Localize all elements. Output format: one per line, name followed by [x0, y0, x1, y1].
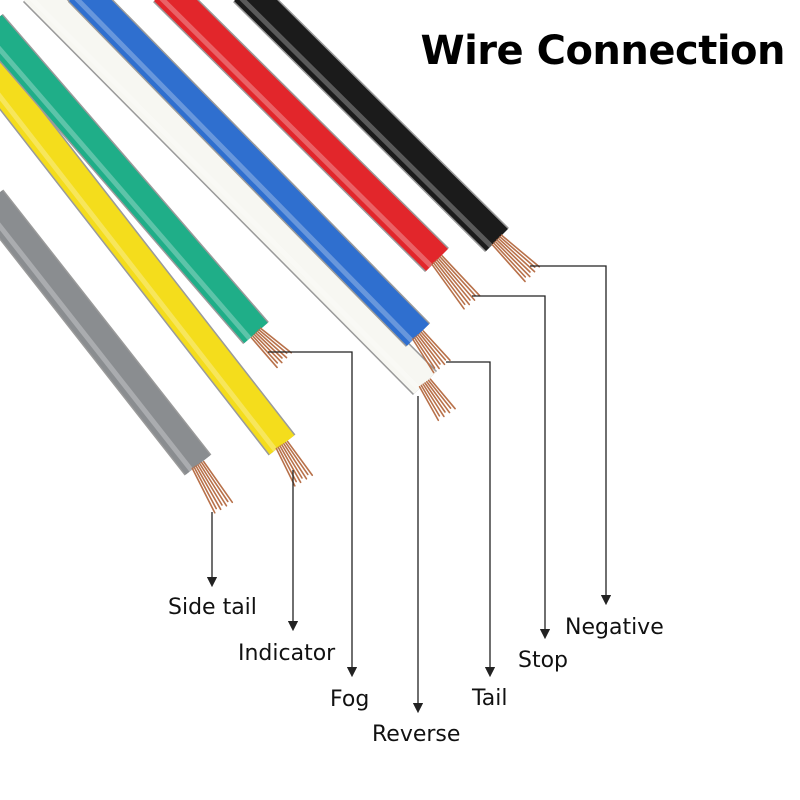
- copper-strand-negative: [493, 242, 527, 278]
- wire-label-negative: Negative: [565, 615, 664, 640]
- copper-strand-negative: [494, 240, 531, 278]
- wire-label-tail: Tail: [472, 686, 508, 711]
- wire-label-side-tail: Side tail: [168, 595, 257, 620]
- wire-label-stop: Stop: [518, 648, 569, 673]
- wire-highlight-negative: [239, 0, 493, 248]
- wire-tail: [68, 0, 430, 346]
- copper-strand-stop: [441, 254, 481, 297]
- copper-strand-tail: [422, 330, 451, 362]
- copper-strand-reverse: [420, 384, 441, 417]
- copper-strand-reverse: [427, 379, 452, 409]
- copper-strand-reverse: [429, 378, 456, 410]
- copper-strand-negative: [497, 237, 536, 273]
- copper-strand-indicator: [284, 441, 309, 476]
- copper-strand-side-tail: [199, 463, 228, 507]
- copper-strand-fog: [253, 333, 283, 364]
- copper-strand-fog: [256, 330, 288, 359]
- copper-strand-tail: [420, 331, 447, 361]
- copper-strand-indicator: [275, 447, 296, 487]
- wire-reverse: [23, 0, 437, 394]
- wire-side-tail: [0, 190, 211, 475]
- copper-strand-side-tail: [200, 461, 229, 503]
- copper-strand-indicator: [279, 445, 302, 484]
- copper-strand-side-tail: [193, 466, 217, 510]
- wire-highlight-stop: [159, 0, 433, 268]
- copper-strand-fog: [250, 336, 278, 369]
- wire-negative: [234, 0, 508, 252]
- wire-highlight-tail: [74, 0, 414, 343]
- copper-strand-stop: [439, 256, 477, 297]
- copper-strand-stop: [431, 263, 465, 310]
- leader-line-negative: [530, 265, 612, 606]
- wire-highlight-fog: [0, 45, 252, 341]
- copper-strand-reverse: [424, 382, 446, 413]
- copper-strand-negative: [491, 243, 526, 283]
- copper-strand-negative: [496, 239, 531, 273]
- copper-strand-stop: [436, 259, 471, 301]
- copper-strand-stop: [432, 262, 466, 306]
- leader-line-tail: [446, 361, 496, 678]
- copper-strand-stop: [434, 260, 471, 306]
- copper-strand-fog: [258, 329, 288, 354]
- copper-strand-side-tail: [202, 460, 234, 504]
- wire-highlight-reverse: [29, 0, 421, 391]
- copper-strand-tail: [418, 332, 446, 366]
- copper-strand-tail: [411, 338, 435, 374]
- copper-strand-indicator: [281, 444, 303, 479]
- leader-line-stop: [472, 295, 551, 640]
- wire-fog: [0, 14, 268, 344]
- copper-strand-reverse: [426, 380, 451, 414]
- copper-strand-indicator: [286, 440, 314, 477]
- copper-strand-tail: [417, 334, 441, 365]
- copper-strand-reverse: [418, 385, 440, 422]
- leader-line-fog: [268, 351, 358, 678]
- wire-indicator: [0, 60, 295, 455]
- wire-stop: [154, 0, 448, 272]
- copper-strand-tail: [415, 335, 440, 370]
- wire-label-reverse: Reverse: [372, 722, 461, 747]
- copper-strand-side-tail: [195, 465, 222, 511]
- wire-highlight-indicator: [0, 92, 278, 453]
- wire-highlight-side-tail: [0, 222, 194, 473]
- copper-strand-negative: [500, 234, 541, 268]
- copper-strand-fog: [259, 327, 293, 354]
- copper-strand-indicator: [283, 443, 308, 480]
- copper-strand-negative: [499, 236, 536, 268]
- copper-strand-reverse: [422, 383, 445, 418]
- wire-label-indicator: Indicator: [238, 641, 336, 666]
- diagram-title: Wire Connection: [420, 28, 785, 74]
- copper-strand-tail: [413, 336, 436, 369]
- copper-strand-fog: [252, 335, 279, 364]
- wire-label-fog: Fog: [330, 687, 370, 712]
- copper-strand-stop: [437, 257, 476, 301]
- copper-strand-side-tail: [191, 467, 216, 514]
- copper-strand-fog: [255, 332, 283, 359]
- copper-strand-side-tail: [197, 464, 223, 506]
